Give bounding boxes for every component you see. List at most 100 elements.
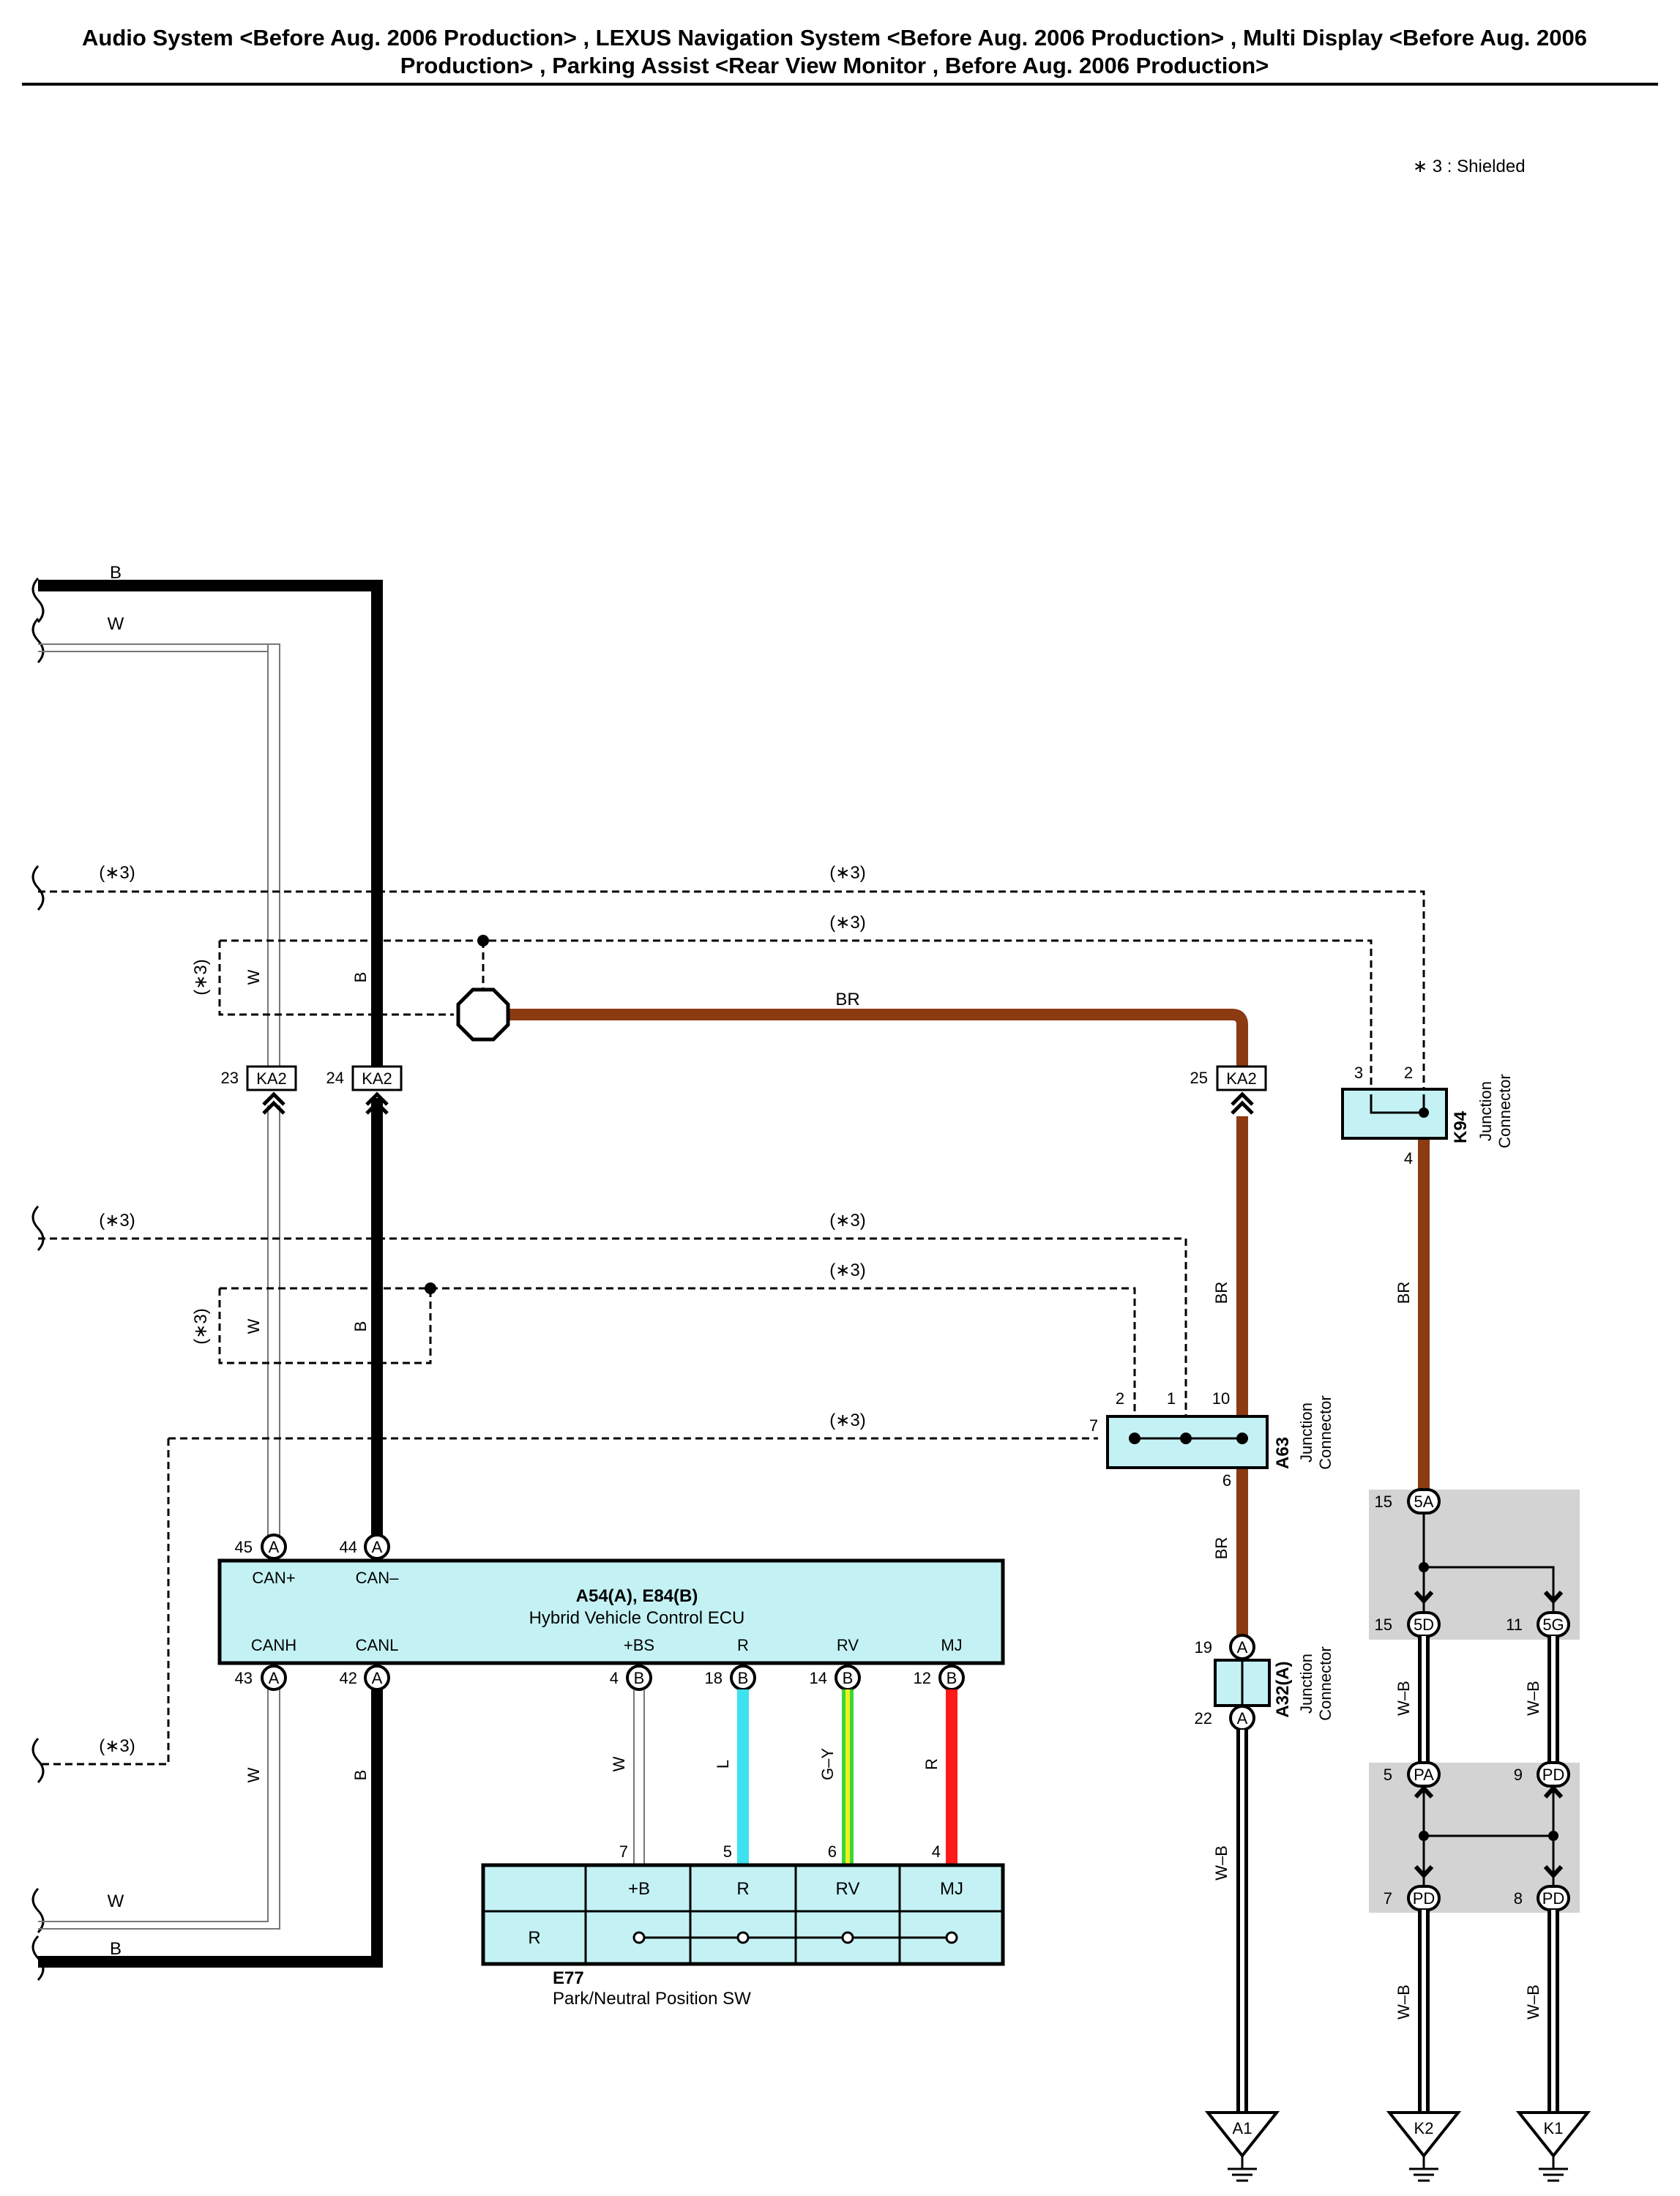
svg-text:A32(A): A32(A) [1273,1661,1293,1717]
svg-text:(∗3): (∗3) [99,1211,135,1230]
svg-text:3: 3 [1354,1064,1363,1082]
svg-text:45: 45 [235,1538,253,1556]
svg-text:CANH: CANH [251,1636,296,1654]
svg-text:K2: K2 [1414,2119,1434,2137]
svg-text:B: B [634,1669,645,1687]
wire-label-br-2: BR [1212,1537,1231,1560]
svg-text:A1: A1 [1233,2119,1252,2137]
svg-text:6: 6 [1222,1471,1231,1490]
shield-lines [38,890,1425,1766]
svg-text:42: 42 [340,1669,357,1687]
svg-text:Junction: Junction [1297,1403,1315,1463]
svg-text:10: 10 [1212,1389,1230,1408]
svg-text:(∗3): (∗3) [829,913,865,933]
wire-break-marks [31,577,45,1982]
svg-text:43: 43 [235,1669,253,1687]
svg-text:12: 12 [914,1669,931,1687]
svg-text:A: A [269,1538,280,1556]
shielded-legend: ∗ 3 : Shielded [1413,157,1526,176]
svg-text:R: R [737,1636,749,1654]
svg-text:44: 44 [340,1538,357,1556]
svg-text:CAN+: CAN+ [252,1569,295,1587]
svg-text:KA2: KA2 [256,1069,287,1088]
splice-octagon [456,987,510,1042]
svg-text:A: A [372,1538,383,1556]
svg-text:7: 7 [619,1842,628,1861]
ground-k1: K1 [1515,2111,1591,2182]
park-neutral-position-switch: 7 5 6 4 +B R RV MJ R E77 Park/Neutral Po… [481,1842,1005,2009]
svg-text:22: 22 [1195,1709,1212,1728]
svg-text:14: 14 [810,1669,827,1687]
svg-text:RV: RV [837,1636,859,1654]
shield-labels: (∗3) (∗3) (∗3) (∗3) (∗3) (∗3) (∗3) (∗3) … [99,863,865,1756]
svg-text:7: 7 [1384,1889,1392,1908]
svg-text:1: 1 [1167,1389,1176,1408]
svg-text:19: 19 [1195,1638,1212,1657]
svg-text:CAN–: CAN– [356,1569,399,1587]
svg-text:MJ: MJ [941,1636,962,1654]
svg-text:RV: RV [836,1879,860,1899]
svg-text:5D: 5D [1414,1616,1434,1634]
svg-text:5: 5 [723,1842,732,1861]
wire-ecu-e77-r [946,1689,957,1865]
wire-ecu-e77-gy [842,1689,854,1865]
svg-text:(∗3): (∗3) [99,863,135,883]
svg-text:25: 25 [1190,1069,1208,1087]
svg-text:W: W [244,1318,263,1334]
wire-label-wb-3: W–B [1395,1984,1413,2020]
junction-block-upper: 5A 15 5D 15 5G 11 [1369,1488,1580,1640]
svg-text:G–Y: G–Y [818,1748,837,1780]
svg-text:KA2: KA2 [362,1069,392,1088]
svg-text:Park/Neutral Position SW: Park/Neutral Position SW [553,1989,751,2009]
svg-text:4: 4 [932,1842,941,1861]
k94-junction-connector: 3 2 4 K94 Junction Connector [1341,1064,1514,1168]
wire-label-w-top: W [108,614,124,634]
wire-label-br-3: BR [1395,1282,1413,1304]
svg-text:7: 7 [1089,1416,1098,1435]
svg-text:A: A [1237,1709,1248,1728]
wire-label-wb-4: W–B [1524,1984,1542,2020]
svg-text:18: 18 [705,1669,723,1687]
svg-text:4: 4 [1404,1149,1413,1168]
svg-text:24: 24 [326,1069,344,1087]
wire-label-br-top: BR [835,990,859,1009]
wire-b-top [38,580,383,1078]
svg-text:R: R [528,1928,540,1948]
shield-splice-2 [425,1282,436,1294]
wire-label-wb-2: W–B [1524,1681,1542,1716]
svg-text:A54(A), E84(B): A54(A), E84(B) [576,1586,698,1606]
svg-text:23: 23 [221,1069,239,1087]
svg-text:B: B [947,1669,957,1687]
svg-text:K1: K1 [1544,2119,1564,2137]
shield-box-wire-labels: W B W B [244,969,370,1334]
a32-junction-connector: 19 A A 22 A32(A) Junction Connector [1195,1634,1334,1731]
svg-text:+B: +B [628,1879,650,1899]
wire-label-w-bottom: W [108,1891,124,1911]
svg-text:+BS: +BS [624,1636,654,1654]
svg-text:Junction: Junction [1476,1081,1495,1141]
connector-ka2: 23 24 25 KA2 KA2 KA2 [221,1065,1267,1113]
svg-text:5A: 5A [1414,1493,1434,1511]
svg-text:15: 15 [1375,1616,1392,1634]
header-line-1: Audio System <Before Aug. 2006 Productio… [82,25,1587,51]
svg-text:15: 15 [1375,1493,1392,1511]
wire-label-wb-a1: W–B [1212,1845,1231,1881]
svg-text:Hybrid Vehicle Control ECU: Hybrid Vehicle Control ECU [529,1608,745,1628]
ground-a1: A1 [1204,2111,1280,2182]
svg-text:Connector: Connector [1496,1074,1514,1149]
svg-text:W: W [244,969,263,985]
svg-text:(∗3): (∗3) [829,863,865,883]
svg-text:A63: A63 [1273,1437,1293,1469]
wire-label-br-1: BR [1212,1282,1231,1304]
wire-label-wb-1: W–B [1395,1681,1413,1716]
svg-text:K94: K94 [1451,1110,1471,1143]
svg-text:W: W [610,1756,628,1771]
wires-wb-between-blocks [1418,1636,1559,1766]
svg-text:(∗3): (∗3) [191,1308,211,1344]
svg-text:A: A [1237,1638,1248,1657]
svg-text:2: 2 [1404,1064,1413,1082]
svg-text:L: L [714,1760,732,1769]
svg-text:A: A [372,1669,383,1687]
svg-text:A: A [269,1669,280,1687]
